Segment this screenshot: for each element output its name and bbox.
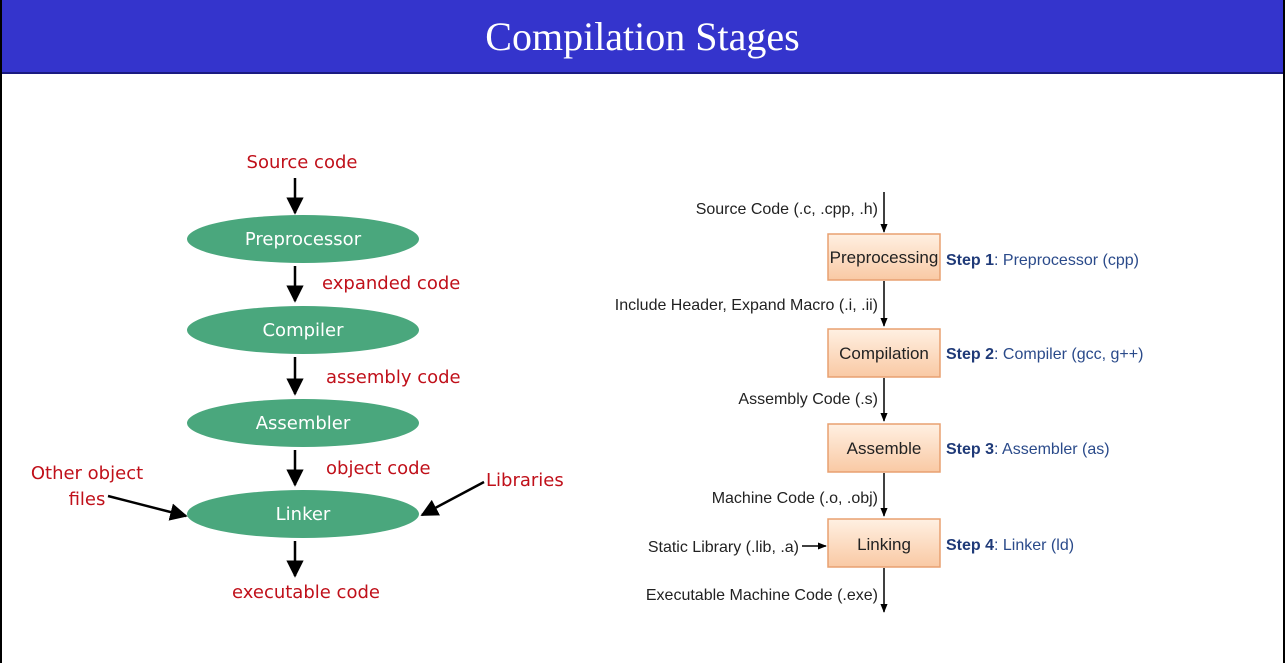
assemble-box [827, 423, 941, 473]
preprocessor-label: Preprocessor [245, 229, 362, 250]
linking-box [827, 518, 941, 568]
machine-code-input-label: Machine Code (.o, .obj) [712, 490, 878, 507]
assembly-code-input-label: Assembly Code (.s) [738, 391, 878, 408]
expanded-code-label: expanded code [322, 273, 460, 294]
assembly-code-label: assembly code [326, 367, 461, 388]
source-code-input-label: Source Code (.c, .cpp, .h) [696, 201, 878, 218]
libraries-label: Libraries [486, 470, 564, 491]
step-1-desc: : Preprocessor (cpp) [994, 252, 1139, 269]
step-4-label: Step 4 [946, 537, 994, 554]
compilation-box [827, 328, 941, 378]
assembler-ellipse [187, 399, 419, 447]
linker-ellipse [187, 490, 419, 538]
right-flow-diagram: Source Code (.c, .cpp, .h) Preprocessing… [615, 192, 1143, 613]
preprocessor-ellipse [187, 215, 419, 263]
preprocessing-box [827, 233, 941, 281]
step-3-text: Step 3: Assembler (as) [946, 441, 1110, 458]
other-object-files-label-line1: Other object [31, 463, 143, 484]
source-code-label: Source code [247, 152, 358, 173]
arrow-other-files-to-linker [107, 494, 188, 521]
step-3-label: Step 3 [946, 441, 994, 458]
include-header-label: Include Header, Expand Macro (.i, .ii) [615, 297, 878, 314]
other-object-files-label-line2: files [69, 489, 106, 510]
step-1-text: Step 1: Preprocessor (cpp) [946, 252, 1139, 269]
compilation-label: Compilation [839, 344, 929, 363]
assemble-label: Assemble [847, 439, 922, 458]
assembler-label: Assembler [256, 413, 351, 434]
executable-machine-code-label: Executable Machine Code (.exe) [646, 587, 878, 604]
preprocessing-label: Preprocessing [830, 248, 939, 267]
step-3-desc: : Assembler (as) [994, 441, 1110, 458]
compiler-ellipse [187, 306, 419, 354]
arrow-libraries-to-linker [420, 480, 485, 517]
page-title: Compilation Stages [485, 13, 800, 59]
compiler-label: Compiler [262, 320, 344, 341]
title-bar: Compilation Stages [2, 0, 1283, 74]
linker-label: Linker [276, 504, 331, 525]
step-1-label: Step 1 [946, 252, 994, 269]
step-2-text: Step 2: Compiler (gcc, g++) [946, 346, 1143, 363]
static-library-label: Static Library (.lib, .a) [648, 539, 799, 556]
step-2-label: Step 2 [946, 346, 994, 363]
step-4-text: Step 4: Linker (ld) [946, 537, 1074, 554]
left-flow-diagram: Source code Preprocessor expanded code C… [31, 152, 564, 603]
object-code-label: object code [326, 458, 431, 479]
step-4-desc: : Linker (ld) [994, 537, 1074, 554]
executable-code-label: executable code [232, 582, 380, 603]
step-2-desc: : Compiler (gcc, g++) [994, 346, 1143, 363]
linking-label: Linking [857, 535, 911, 554]
